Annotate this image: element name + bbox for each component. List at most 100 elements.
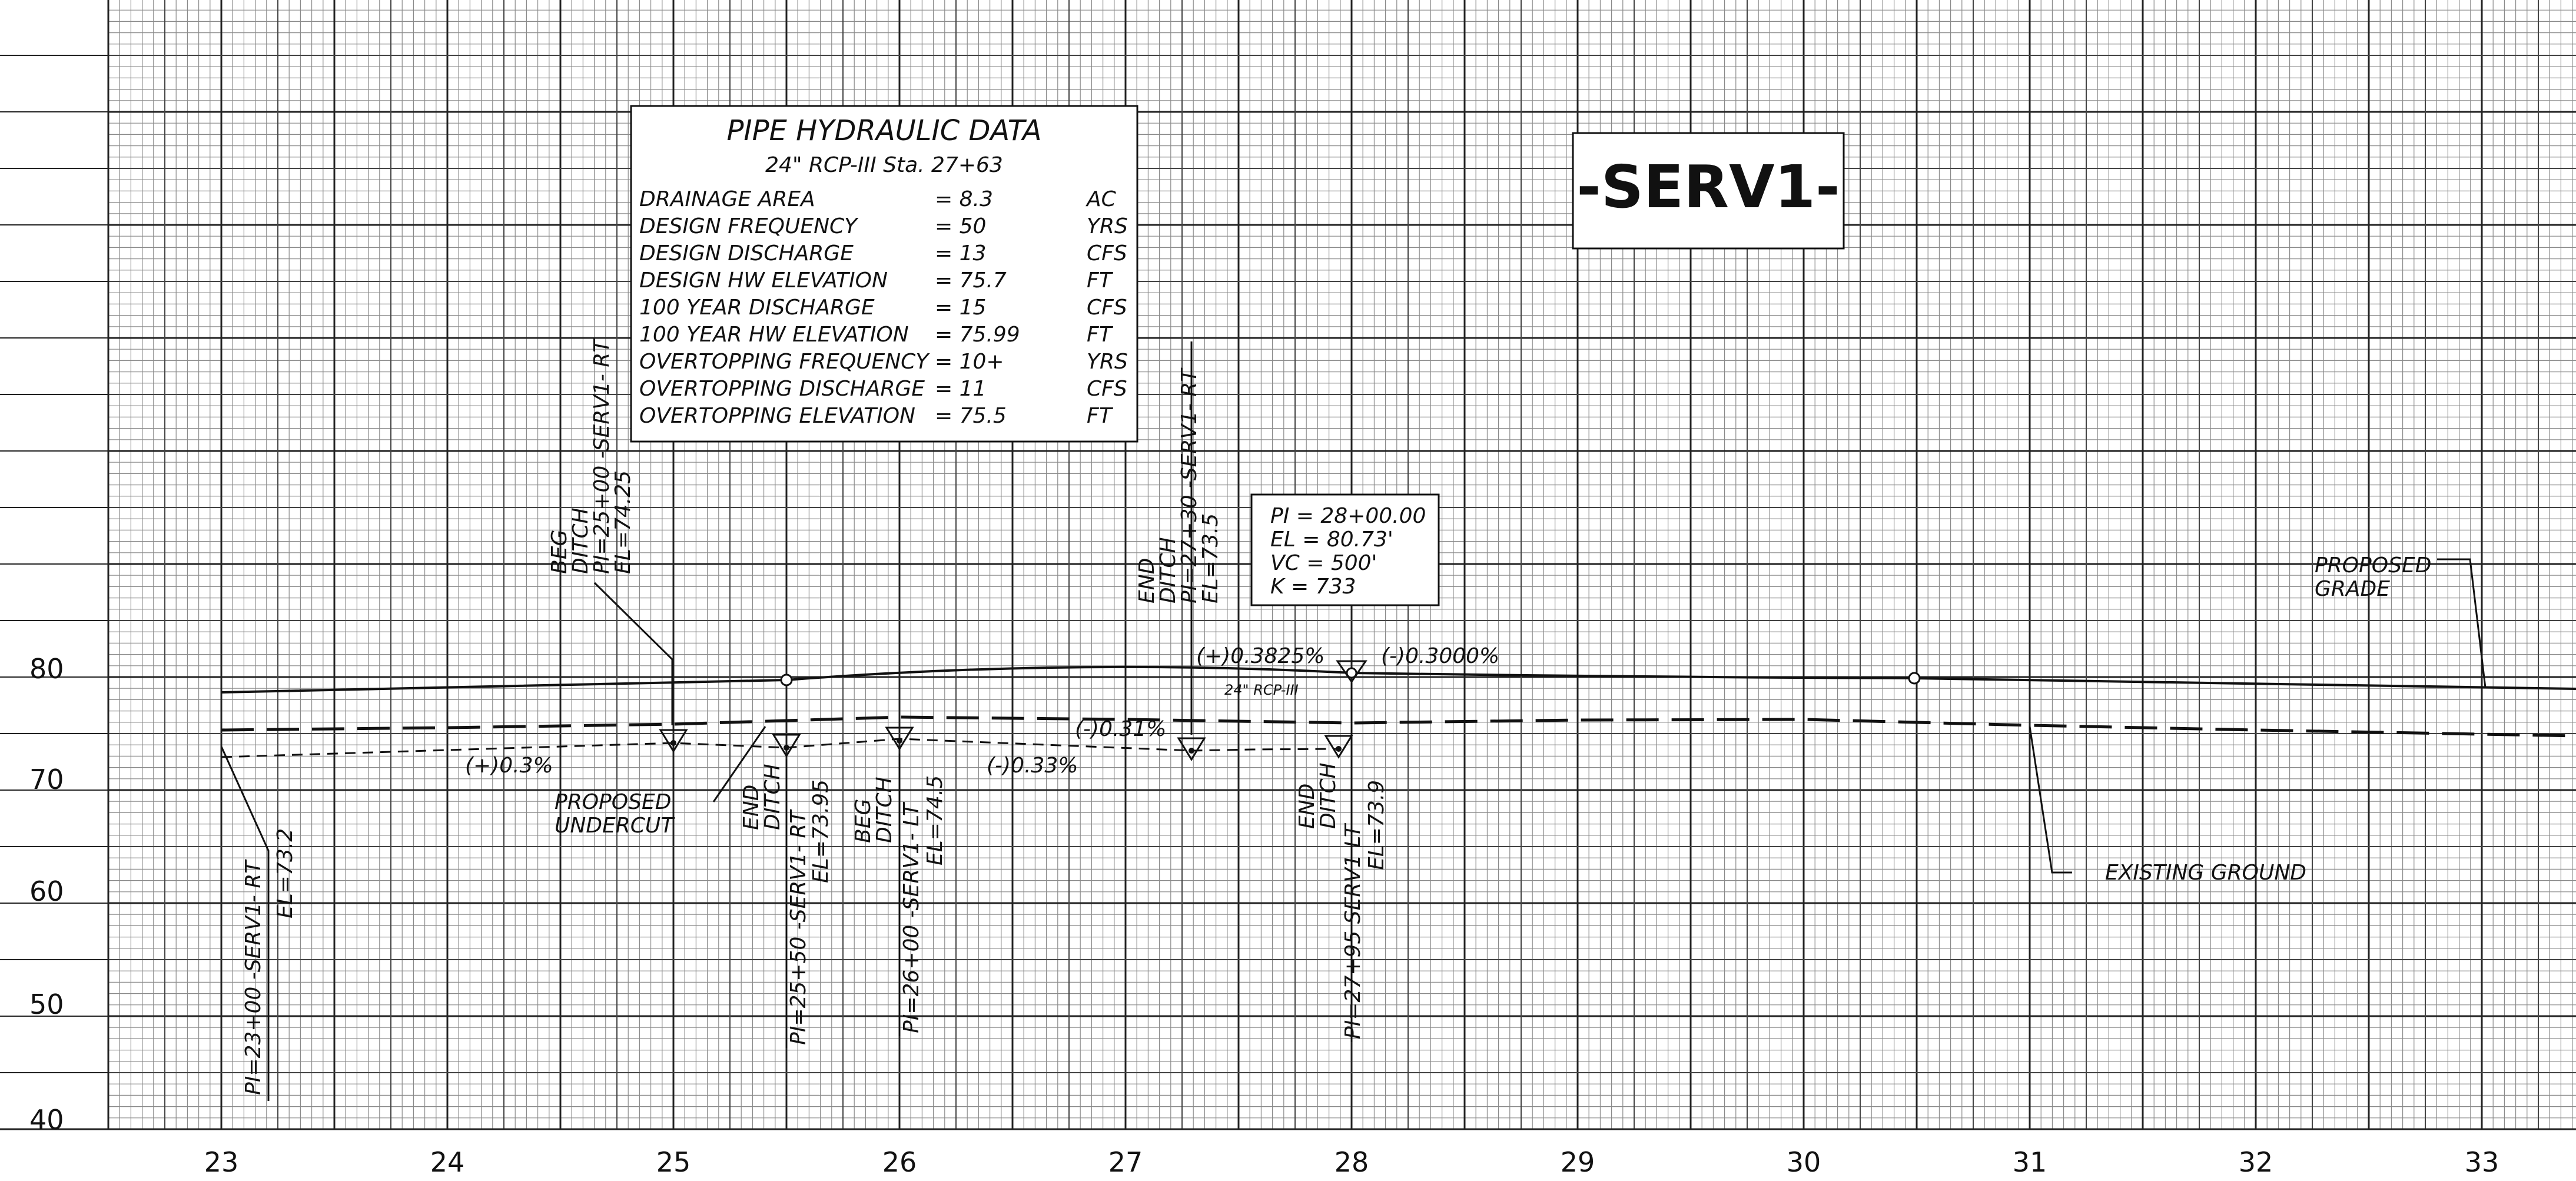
annotation-line: EL=73.5 [1199, 513, 1223, 603]
x-label-26: 26 [882, 1146, 917, 1178]
pi-triangle-marker [1324, 735, 1353, 759]
y-label-40: 40 [29, 1104, 64, 1136]
existing-ground-label: EXISTING GROUND [2105, 861, 2306, 885]
existing-ground-line [221, 715, 2576, 738]
row-label: DESIGN HW ELEVATION [639, 268, 888, 293]
left-margin-ticks [0, 0, 2576, 1130]
annotation-line: EL=73.2 [273, 828, 297, 918]
annotation-line: DITCH [761, 764, 785, 830]
x-label-31: 31 [2013, 1146, 2047, 1178]
x-label-27: 27 [1108, 1146, 1143, 1178]
pi-triangle-marker [1336, 660, 1367, 684]
ditch-pi-markers [659, 660, 1367, 761]
row-value: = 15 [935, 296, 986, 320]
annotation-line: GRADE [2315, 577, 2390, 601]
annotation-line: BEG [547, 530, 572, 574]
alignment-title-panel: -SERV1- [1572, 132, 1845, 250]
beg-ditch-leader [593, 582, 673, 725]
proposed-grade-label: PROPOSED GRADE [2315, 553, 2431, 601]
row-unit: CFS [1087, 377, 1127, 401]
ditch-up-label: (+)0.3% [465, 754, 553, 778]
row-label: DESIGN FREQUENCY [639, 214, 859, 238]
row-unit: AC [1085, 187, 1117, 211]
vertical-curve-panel: PI = 28+00.00 EL = 80.73' VC = 500' K = … [1250, 493, 1440, 606]
end-ditch-2795-label: END DITCH PI=27+95 SERV1 LT EL=73.9 [1295, 762, 1389, 1039]
pipe-label: 24" RCP-III [1224, 682, 1299, 698]
existing-ground-leader [2029, 726, 2072, 874]
vc-line: VC = 500' [1270, 551, 1377, 575]
row-value: = 11 [935, 377, 986, 401]
x-label-33: 33 [2465, 1146, 2499, 1178]
y-axis-labels: 80 70 60 50 40 [29, 653, 64, 1136]
annotation-line: DITCH [1156, 537, 1180, 603]
ditch-down-label: (-)0.33% [987, 754, 1078, 778]
hydraulic-table-subtitle: 24" RCP-III Sta. 27+63 [765, 153, 1003, 177]
row-unit: FT [1087, 268, 1114, 293]
annotation-line: DITCH [1316, 762, 1340, 829]
proposed-undercut-label: PROPOSED UNDERCUT [555, 790, 675, 838]
x-label-29: 29 [1561, 1146, 1595, 1178]
vc-line: EL = 80.73' [1270, 528, 1393, 552]
major-grid [107, 0, 2576, 1130]
vc-line: PI = 28+00.00 [1270, 504, 1426, 528]
pi-23-leader [220, 746, 270, 1101]
vc-line: K = 733 [1270, 575, 1356, 599]
row-unit: CFS [1087, 296, 1127, 320]
leader-lines [220, 341, 2487, 1101]
grade-down-label: (-)0.3000% [1381, 644, 1499, 668]
row-unit: CFS [1087, 241, 1127, 266]
x-label-32: 32 [2239, 1146, 2273, 1178]
y-label-60: 60 [29, 875, 64, 907]
annotation-line: PI=27+95 SERV1 LT [1341, 822, 1365, 1039]
annotation-line: PI=27+30 -SERV1- RT [1177, 367, 1201, 603]
annotation-line: END [1295, 784, 1319, 829]
row-unit: YRS [1087, 214, 1128, 238]
beg-ditch-25-label: BEG DITCH PI=25+00 -SERV1- RT EL=74.25 [547, 338, 635, 574]
x-label-25: 25 [656, 1146, 691, 1178]
x-label-24: 24 [430, 1146, 465, 1178]
x-axis-labels: 23 24 25 26 27 28 29 30 31 32 33 [204, 1146, 2499, 1178]
row-unit: FT [1087, 323, 1114, 347]
row-unit: FT [1087, 404, 1114, 428]
pi-triangle-marker [1177, 737, 1206, 761]
ditch-pi-dots [670, 667, 1357, 754]
row-label: OVERTOPPING DISCHARGE [639, 377, 925, 401]
y-label-50: 50 [29, 988, 64, 1020]
x-label-23: 23 [204, 1146, 239, 1178]
annotation-line: PI=25+50 -SERV1- RT [786, 809, 811, 1045]
grade-break-point [780, 674, 793, 686]
row-value: = 75.7 [935, 268, 1007, 293]
row-value: = 75.5 [935, 404, 1007, 428]
row-value: = 13 [935, 241, 986, 266]
pi-triangle-marker [772, 734, 801, 758]
hydraulic-data-panel: PIPE HYDRAULIC DATA 24" RCP-III Sta. 27+… [630, 105, 1138, 443]
alignment-title: -SERV1- [1576, 152, 1840, 221]
annotation-line: PI=26+00 -SERV1- LT [899, 801, 924, 1033]
annotation-line: EL=73.95 [809, 779, 833, 883]
annotation-line: EL=74.25 [611, 470, 635, 574]
annotation-line: EL=73.9 [1365, 780, 1389, 870]
x-label-28: 28 [1335, 1146, 1369, 1178]
row-value: = 10+ [935, 350, 1004, 374]
annotation-line: END [739, 785, 763, 830]
end-ditch-2550-label: END DITCH PI=25+50 -SERV1- RT EL=73.95 [739, 764, 833, 1045]
undercut-leader [712, 726, 766, 802]
x-label-30: 30 [1787, 1146, 1821, 1178]
annotation-line: PI=25+00 -SERV1- RT [590, 338, 614, 574]
row-label: DESIGN DISCHARGE [639, 241, 854, 266]
annotation-line: PROPOSED [555, 790, 671, 814]
ditch-031-label: (-)0.31% [1075, 717, 1166, 741]
pi-triangle-marker [659, 729, 688, 753]
hydraulic-table-title: PIPE HYDRAULIC DATA [726, 114, 1041, 147]
row-value: = 8.3 [935, 187, 993, 211]
grade-up-label: (+)0.3825% [1196, 644, 1324, 668]
vertical-curve-box [1250, 493, 1440, 606]
row-unit: YRS [1087, 350, 1128, 374]
alignment-title-box [1572, 132, 1845, 250]
row-label: OVERTOPPING ELEVATION [639, 404, 915, 428]
annotation-line: EL=74.5 [923, 775, 947, 865]
row-value: = 50 [935, 214, 986, 238]
y-label-70: 70 [29, 764, 64, 795]
grade-break-point [1908, 672, 1921, 685]
